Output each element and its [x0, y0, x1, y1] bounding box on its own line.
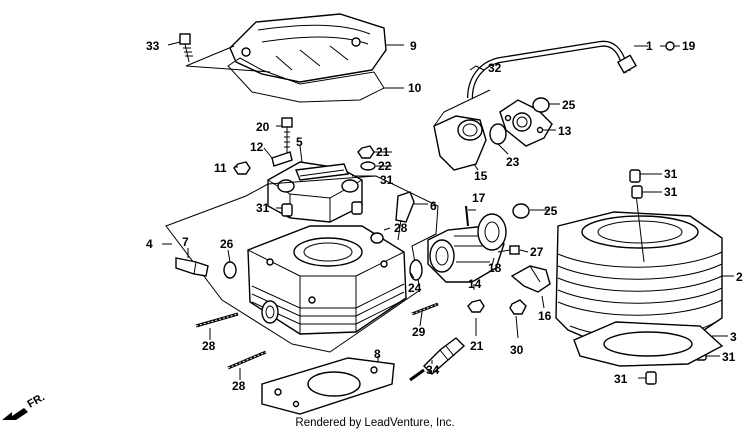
callout-34: 34 [426, 363, 440, 377]
callout-9: 9 [410, 39, 417, 53]
callout-23: 23 [506, 155, 520, 169]
nut-11 [233, 161, 251, 175]
stud-29 [411, 302, 439, 316]
bracket-16 [510, 265, 551, 293]
callout-24: 24 [408, 281, 422, 295]
callout-28-b: 28 [232, 379, 246, 393]
callout-12: 12 [250, 140, 264, 154]
callout-8: 8 [374, 347, 381, 361]
cylinder [555, 193, 723, 349]
o-ring-23 [489, 123, 507, 145]
clip-19 [660, 41, 675, 51]
callout-19: 19 [682, 39, 696, 53]
callout-7: 7 [182, 235, 189, 249]
intake-insulator [433, 89, 491, 171]
callout-6: 6 [430, 199, 437, 213]
callout-31-f: 31 [614, 372, 628, 386]
head-gasket [261, 357, 395, 415]
callout-31-a: 31 [380, 173, 394, 187]
bolt-30 [509, 299, 527, 315]
callout-5: 5 [296, 135, 303, 149]
dowel-31-a [281, 203, 293, 217]
spark-plug [409, 337, 466, 382]
front-direction-indicator: FR. [2, 391, 62, 429]
callout-16: 16 [538, 309, 552, 323]
bolt-17 [465, 205, 469, 227]
bolt-27 [497, 245, 520, 255]
bolt-6 [395, 191, 415, 241]
callout-21-bottom: 21 [470, 339, 484, 353]
bolt-20 [281, 117, 293, 156]
seal-26 [223, 261, 237, 279]
o-ring-24 [409, 259, 423, 281]
callout-25-top: 25 [562, 98, 576, 112]
callout-13: 13 [558, 124, 572, 138]
breather-tube [467, 40, 638, 99]
callout-17: 17 [472, 191, 486, 205]
callout-31-b: 31 [256, 201, 270, 215]
callout-29: 29 [412, 325, 426, 339]
callout-31-e: 31 [722, 350, 736, 364]
leader-lines [162, 41, 734, 380]
callout-25-mid: 25 [544, 204, 558, 218]
callout-1: 1 [646, 39, 653, 53]
dowel-31-d [631, 185, 643, 199]
head-cover-gasket [227, 57, 385, 103]
cylinder-head [247, 225, 407, 335]
cylinder-base-gasket [573, 321, 724, 367]
head-assembly-outline [165, 175, 439, 353]
callout-18: 18 [488, 261, 502, 275]
callout-4: 4 [146, 237, 153, 251]
callout-31-c: 31 [664, 167, 678, 181]
callout-11: 11 [214, 161, 227, 175]
callout-10: 10 [408, 81, 422, 95]
o-ring-25-mid [512, 203, 530, 219]
bolt-7 [175, 257, 209, 277]
nut-21-upper [357, 145, 375, 159]
front-arrow-icon: FR. [2, 391, 47, 420]
callout-20: 20 [256, 120, 270, 134]
callout-28-a: 28 [202, 339, 216, 353]
callout-3: 3 [730, 330, 737, 344]
callout-33: 33 [146, 39, 160, 53]
callout-30: 30 [510, 343, 524, 357]
credit-text: Rendered by LeadVenture, Inc. [295, 417, 455, 429]
callout-28-small: 28 [394, 221, 408, 235]
stud-28-a [195, 312, 239, 328]
plate-12 [271, 151, 293, 167]
callout-27: 27 [530, 245, 544, 259]
callout-2: 2 [736, 270, 743, 284]
nut-21-lower [467, 299, 485, 313]
callout-31-d: 31 [664, 185, 678, 199]
front-label: FR. [26, 394, 47, 411]
cylinder-head-cover [229, 13, 387, 83]
callout-numbers: 33 9 10 1 19 32 25 13 23 15 20 5 12 11 2… [146, 39, 743, 393]
seal-28 [370, 232, 384, 244]
dowel-31-c [629, 169, 641, 183]
callout-26: 26 [220, 237, 234, 251]
bolt-33 [179, 33, 193, 63]
washer-22 [360, 161, 376, 171]
intake-pipe [427, 213, 507, 283]
callout-14: 14 [468, 277, 482, 291]
callout-32: 32 [488, 61, 502, 75]
callout-22: 22 [378, 159, 392, 173]
o-ring-25-top [532, 97, 550, 113]
stud-28-b [227, 350, 267, 370]
callout-15: 15 [474, 169, 488, 183]
dowel-31-f [645, 371, 657, 385]
callout-21-top: 21 [376, 145, 390, 159]
dowel-31-b [351, 201, 363, 215]
